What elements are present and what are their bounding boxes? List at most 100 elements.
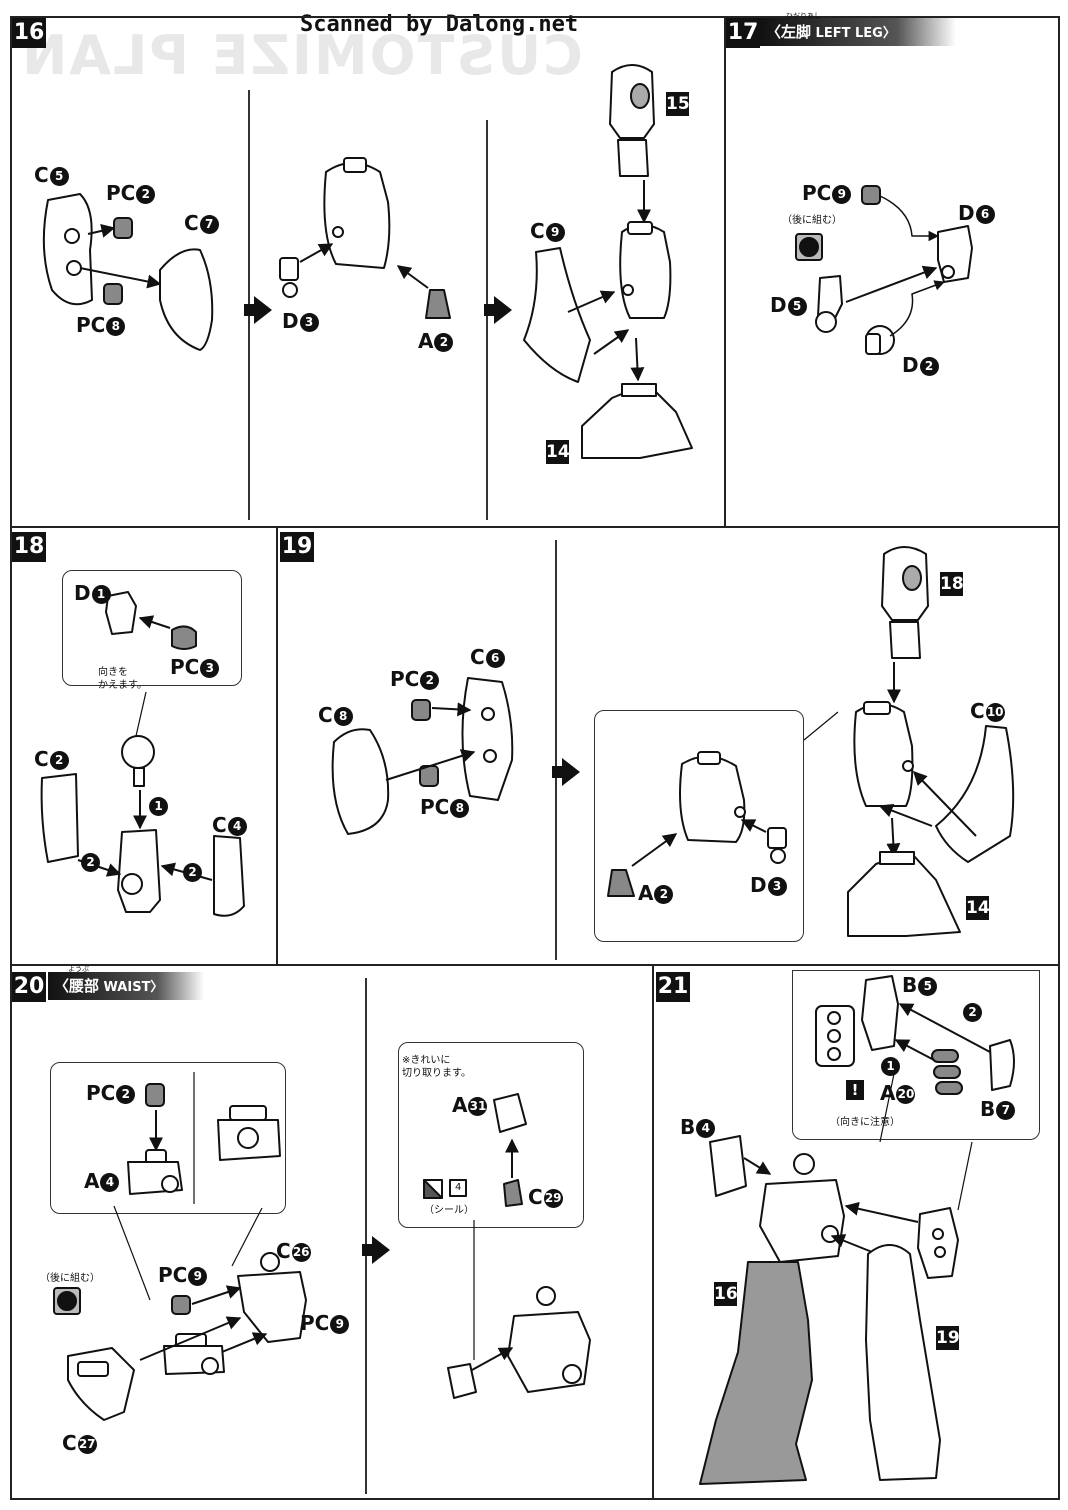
waist-assembly xyxy=(507,1286,591,1393)
next-arrow xyxy=(244,296,272,324)
ref-tag: 14 xyxy=(546,440,570,464)
divider xyxy=(555,540,557,960)
pins-a20 xyxy=(931,1049,963,1095)
step-number-21: 21 xyxy=(656,972,690,1002)
pc-joint xyxy=(411,699,431,721)
upper-leg-18 xyxy=(881,546,929,659)
armor-b5 xyxy=(861,975,899,1051)
leg-shell-c8 xyxy=(331,728,390,835)
later-assemble-icon xyxy=(795,233,823,261)
leg-16 xyxy=(699,1261,813,1485)
shin-guard-c10 xyxy=(935,725,1015,863)
step-number-17: 17 xyxy=(726,18,760,48)
order-marker: 2 xyxy=(80,850,100,872)
upper-leg-15 xyxy=(609,64,655,177)
hip-inner-part-c6 xyxy=(461,677,514,801)
pc-joint xyxy=(145,1083,165,1107)
step-number-20: 20 xyxy=(12,972,46,1002)
step-title-17: 〈左脚 LEFT LEG〉 xyxy=(760,18,956,46)
caution-icon: ! xyxy=(846,1080,864,1100)
ref-tag: 19 xyxy=(936,1326,960,1350)
pc-joint xyxy=(861,185,881,205)
ref-tag: 15 xyxy=(666,92,690,116)
step-number-18: 18 xyxy=(12,532,46,562)
waist-core-part xyxy=(127,1149,183,1195)
waist-front-c27 xyxy=(67,1347,135,1421)
order-marker: 2 xyxy=(182,860,202,882)
direction-note: （向きに注意） xyxy=(830,1117,900,1128)
pc-front-view xyxy=(217,1105,281,1161)
order-marker: 1 xyxy=(880,1054,900,1076)
d1-assembly xyxy=(121,735,155,787)
step-number-19: 19 xyxy=(280,532,314,562)
order-marker: 1 xyxy=(148,794,168,816)
title-kanji: 〈腰部 xyxy=(54,977,100,995)
side-armor xyxy=(917,1207,959,1279)
panel-a31 xyxy=(493,1093,527,1133)
ref-tag: 14 xyxy=(966,896,990,920)
title-english: LEFT LEG〉 xyxy=(815,26,896,41)
pin-set-inset xyxy=(815,1005,855,1067)
thigh-part xyxy=(323,157,391,269)
pc-joint xyxy=(171,625,197,650)
armor-b4 xyxy=(709,1135,747,1197)
turn-around-note: 向きを かえます。 xyxy=(98,667,147,691)
panel-step-21 xyxy=(652,964,1060,1500)
foot-14 xyxy=(847,851,961,937)
pc-joint xyxy=(103,283,123,305)
order-marker: 2 xyxy=(962,1000,982,1022)
sticker-icon xyxy=(423,1179,467,1199)
cut-clean-note: ※きれいに 切り取ります。 xyxy=(402,1055,471,1079)
sticker-number: 4 xyxy=(455,1182,462,1193)
shin-guard xyxy=(523,247,591,383)
divider xyxy=(486,120,488,520)
pc-joint xyxy=(113,217,133,239)
ref-tag: 16 xyxy=(714,1282,738,1306)
step-title-20: 〈腰部 WAIST〉 xyxy=(48,972,204,1000)
leg-shell-part xyxy=(159,248,214,351)
furigana: ようぶ xyxy=(68,965,89,973)
knee-block xyxy=(117,829,161,913)
title-kanji: 〈左脚 xyxy=(766,23,812,41)
next-arrow xyxy=(552,758,580,786)
hip-inner-part xyxy=(42,193,93,306)
thigh-part-inset xyxy=(679,751,746,843)
lower-leg-assembly xyxy=(619,221,672,319)
foot-14 xyxy=(581,383,693,459)
later-assemble-note: （後に組む） xyxy=(782,215,842,226)
waist-top-c26 xyxy=(237,1252,307,1343)
later-assemble-note: （後に組む） xyxy=(40,1273,100,1284)
leg-19 xyxy=(865,1244,941,1481)
hip-part-d5 xyxy=(815,275,843,333)
armor-b7 xyxy=(989,1039,1015,1091)
step-number-16: 16 xyxy=(12,18,46,48)
